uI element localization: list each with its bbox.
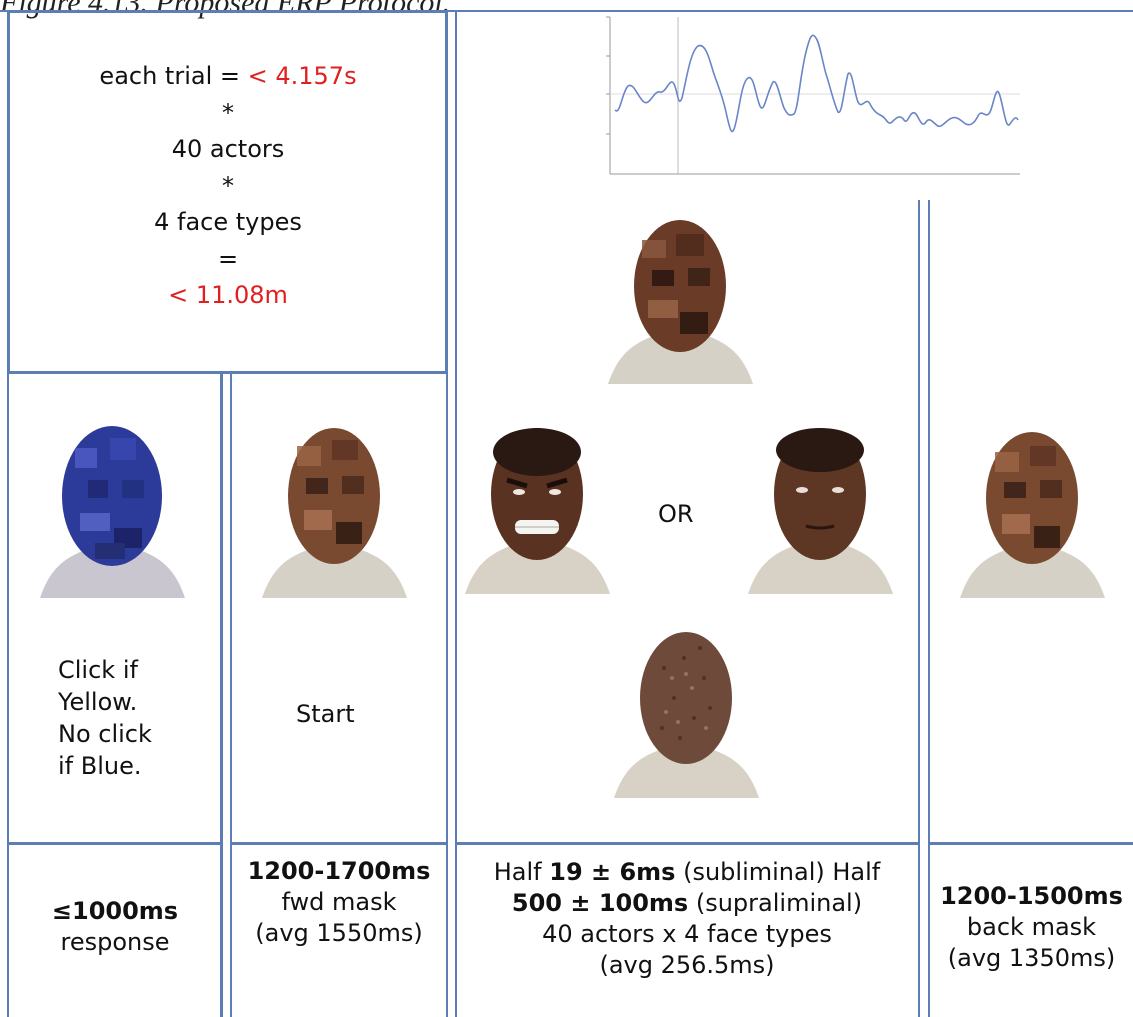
figure-caption: Figure 4.13. Proposed ERP Protocol.: [0, 0, 451, 19]
face-types-count: 4 face types: [154, 208, 302, 236]
bottom-row-line-3: [455, 842, 920, 845]
back-mask-face-image: [960, 432, 1105, 598]
subliminal-duration: 19 ± 6ms: [549, 858, 676, 886]
divider-line-5: [918, 200, 920, 1017]
response-instructions: Click if Yellow. No click if Blue.: [58, 654, 152, 782]
subliminal-label: (subliminal) Half: [675, 858, 881, 886]
noise-face-image: [614, 632, 759, 798]
neutral-face-image: [748, 428, 893, 594]
stimulus-timing: Half 19 ± 6ms (subliminal) Half 500 ± 10…: [456, 857, 918, 981]
total-duration-value: < 11.08m: [168, 281, 288, 309]
equals-sign: =: [217, 244, 239, 273]
divider-line-1: [220, 372, 223, 1017]
actors-count: 40 actors: [171, 135, 285, 163]
trial-label: each trial =: [99, 62, 248, 90]
back-mask-phase-name: back mask: [966, 913, 1097, 941]
waveform-ticks: [606, 16, 610, 135]
bottom-row-line-2: [230, 842, 448, 845]
response-phase-name: response: [60, 928, 170, 956]
start-label: Start: [296, 700, 355, 728]
stimulus-line-1: Half 19 ± 6ms (subliminal) Half: [456, 857, 918, 888]
trial-calculation-box: [7, 10, 448, 374]
fwd-mask-average: (avg 1550ms): [255, 919, 423, 947]
back-mask-average: (avg 1350ms): [947, 944, 1116, 972]
blue-masked-face-image: [40, 426, 185, 598]
multiply-sign-1: *: [222, 98, 234, 127]
fwd-mask-timing: 1200-1700ms fwd mask (avg 1550ms): [232, 856, 446, 949]
waveform-trace: [614, 34, 1019, 133]
back-mask-duration: 1200-1500ms: [940, 882, 1123, 910]
response-duration: ≤1000ms: [51, 897, 179, 925]
stimulus-average: (avg 256.5ms): [599, 951, 775, 979]
angry-face-image: [465, 428, 610, 594]
fwd-mask-face-image: [262, 428, 407, 598]
trial-duration-value: < 4.157s: [247, 62, 357, 90]
half-label: Half: [493, 858, 550, 886]
trial-calculation: each trial = < 4.157s * 40 actors * 4 fa…: [10, 58, 446, 314]
bottom-row-line-4: [928, 842, 1133, 845]
stimulus-line-2: 500 ± 100ms (supraliminal): [456, 888, 918, 919]
back-mask-timing: 1200-1500ms back mask (avg 1350ms): [930, 881, 1133, 974]
instruction-line: Click if: [58, 656, 138, 684]
divider-line-2: [230, 372, 232, 1017]
trial-duration-line: each trial = < 4.157s: [10, 58, 446, 95]
divider-line-6: [928, 200, 930, 1017]
instruction-line: Yellow.: [58, 688, 138, 716]
erp-waveform-plot: [606, 16, 1020, 175]
divider-line-3: [446, 10, 448, 1017]
stimulus-mask-face-image: [608, 220, 753, 384]
supraliminal-duration: 500 ± 100ms: [511, 889, 689, 917]
supraliminal-label: (supraliminal): [688, 889, 863, 917]
fwd-mask-phase-name: fwd mask: [281, 888, 397, 916]
multiply-sign-2: *: [222, 171, 234, 200]
stimulus-line-3: 40 actors x 4 face types: [542, 920, 832, 948]
instruction-line: if Blue.: [58, 752, 142, 780]
bottom-row-line-1: [7, 842, 222, 845]
instruction-line: No click: [58, 720, 152, 748]
fwd-mask-duration: 1200-1700ms: [247, 857, 431, 885]
response-timing: ≤1000ms response: [10, 896, 220, 958]
top-border-line: [0, 10, 1133, 12]
left-edge-line: [7, 372, 9, 1017]
or-label: OR: [658, 500, 694, 528]
divider-line-4: [455, 10, 457, 1017]
